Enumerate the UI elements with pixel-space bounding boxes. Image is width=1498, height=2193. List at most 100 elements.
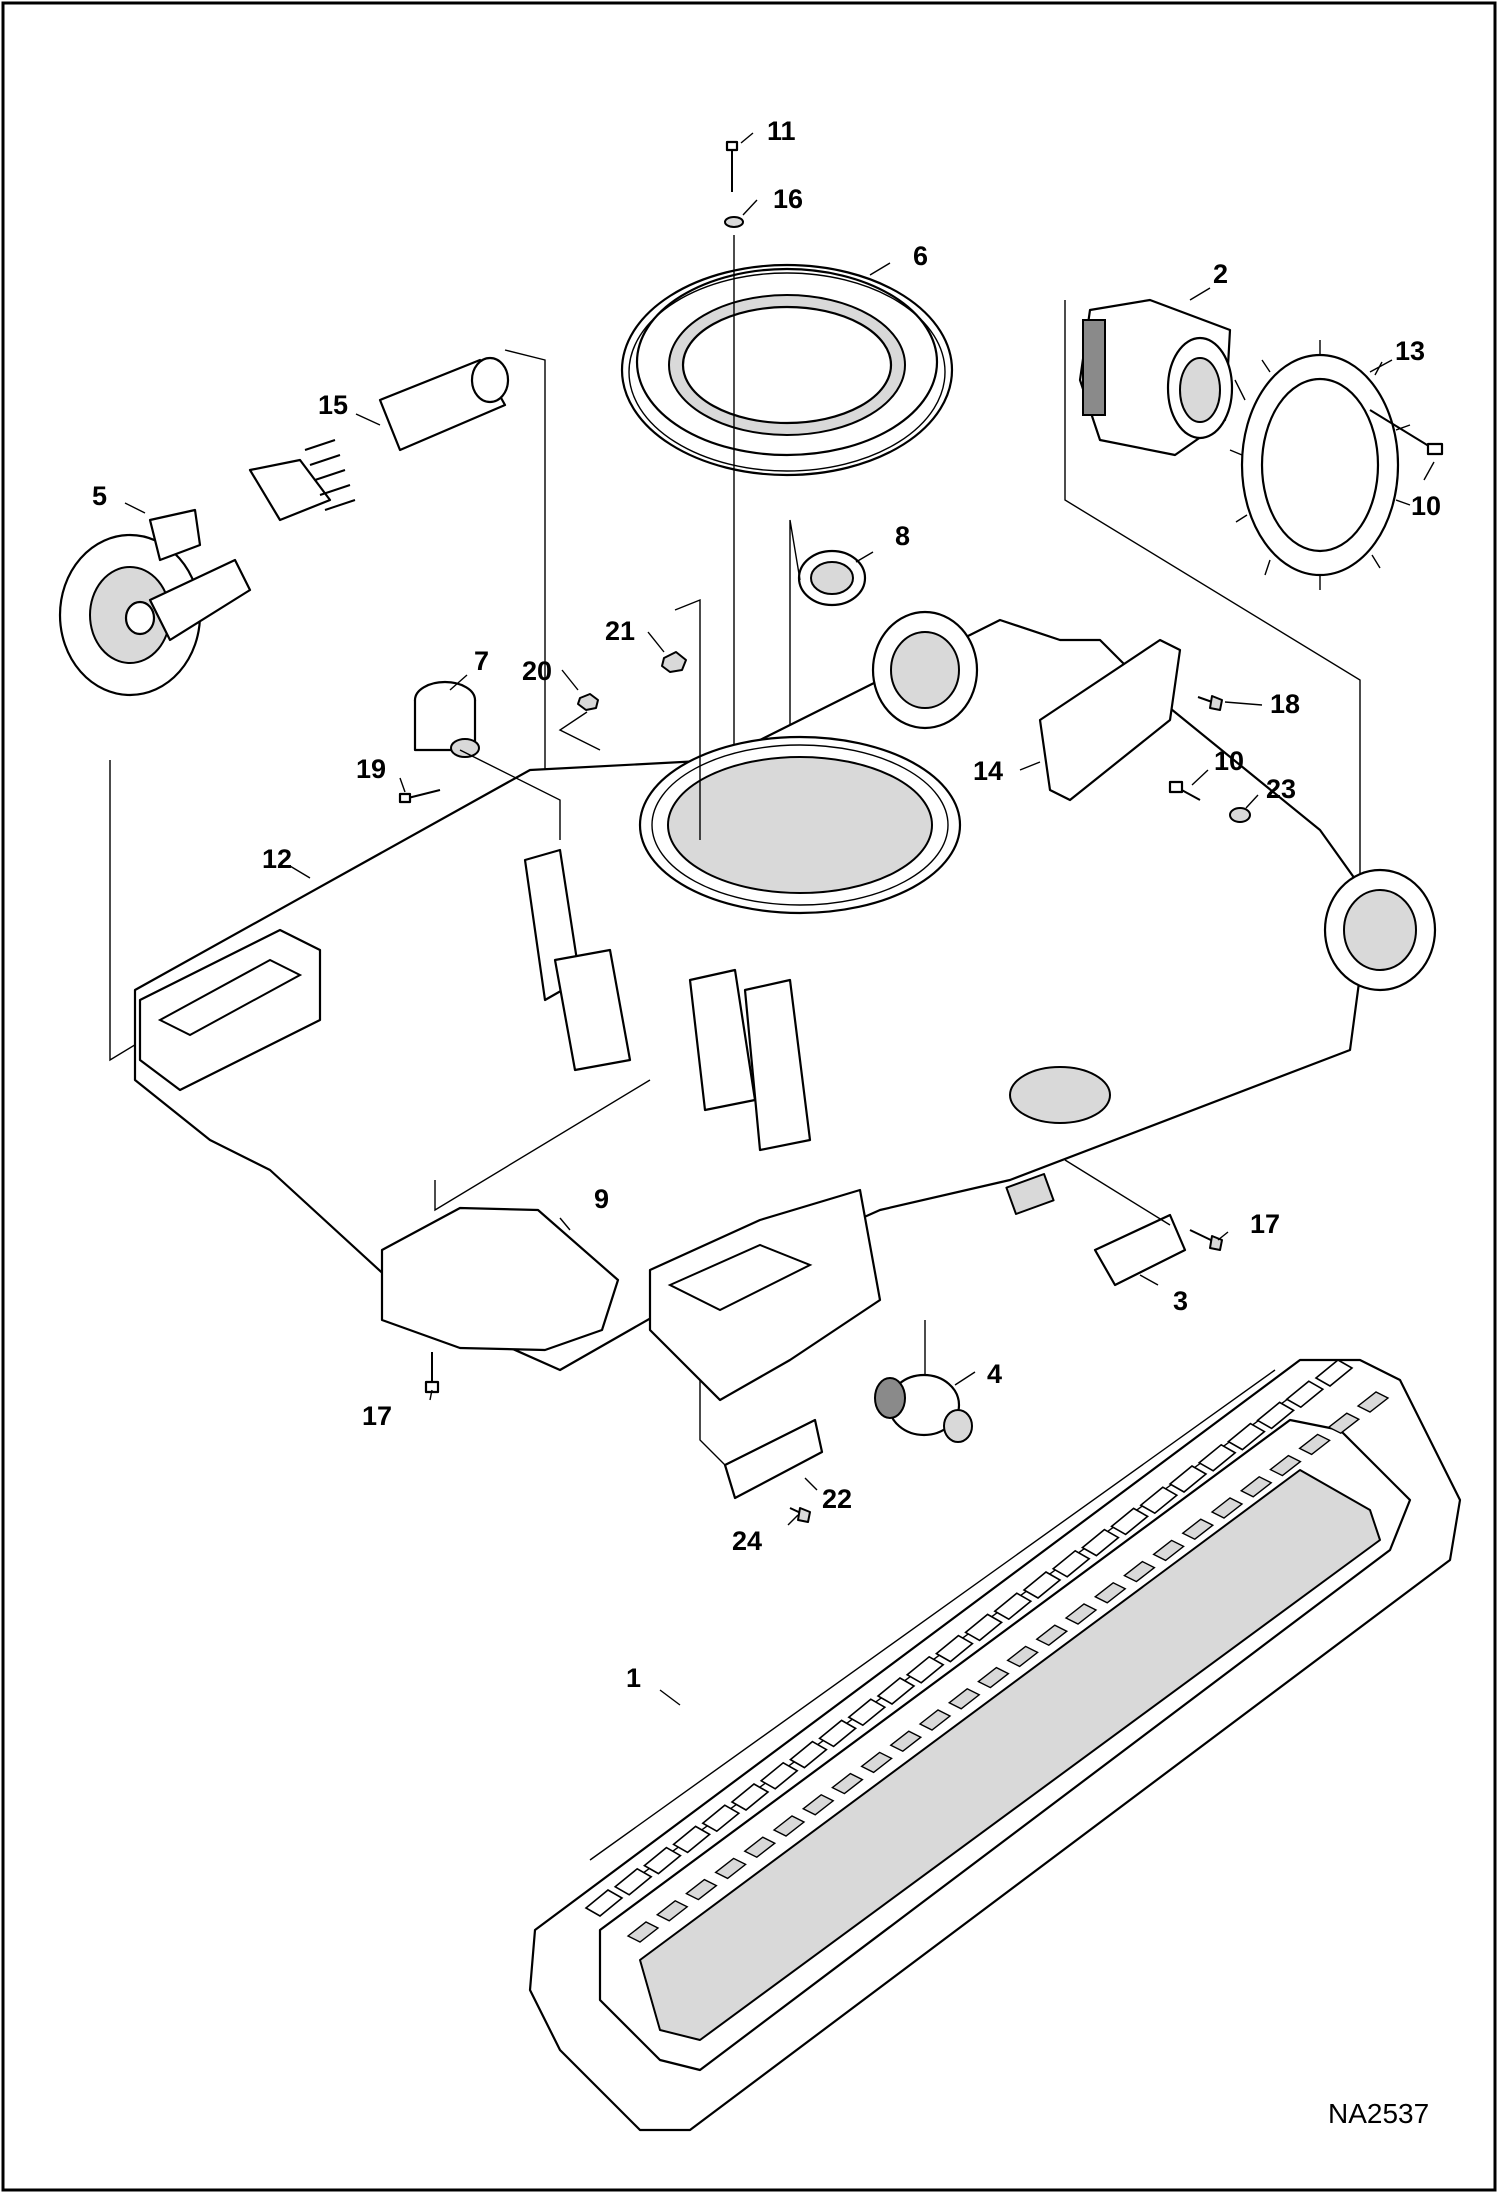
idler-yoke bbox=[148, 558, 252, 642]
track-lug bbox=[730, 1783, 770, 1811]
track-lug-inner bbox=[831, 1772, 864, 1795]
track-lug-inner bbox=[1181, 1518, 1215, 1541]
track-lug-inner bbox=[801, 1793, 835, 1816]
callout-19: 19 bbox=[356, 754, 386, 784]
track-lug-inner bbox=[1093, 1581, 1127, 1604]
track-lug bbox=[847, 1698, 887, 1727]
track-lug-inner bbox=[626, 1921, 660, 1943]
bolt-10-frame bbox=[1168, 780, 1201, 801]
track-lug bbox=[934, 1634, 974, 1663]
track-lug-inner bbox=[1006, 1645, 1039, 1668]
undercarriage-frame bbox=[133, 610, 1437, 1402]
sprocket bbox=[1229, 340, 1411, 590]
track-lug-inner bbox=[685, 1878, 718, 1901]
callout-15: 15 bbox=[318, 390, 348, 420]
roller-4 bbox=[874, 1320, 973, 1443]
slew-ring bbox=[620, 263, 954, 477]
washer-16 bbox=[724, 216, 744, 228]
track-lug bbox=[788, 1740, 828, 1769]
track-lug-inner bbox=[772, 1815, 806, 1837]
drawing-code: NA2537 bbox=[1328, 2098, 1429, 2129]
callout-8: 8 bbox=[895, 521, 910, 551]
track-lug-inner bbox=[1210, 1497, 1244, 1519]
track-lug-inner bbox=[918, 1709, 952, 1731]
track-lug-inner bbox=[655, 1899, 689, 1922]
callout-9: 9 bbox=[594, 1184, 609, 1214]
track-lug bbox=[1080, 1528, 1120, 1557]
bolt-11 bbox=[725, 140, 739, 192]
bolt-10-sprocket bbox=[1369, 409, 1444, 456]
callout-21: 21 bbox=[605, 616, 635, 646]
bearing-8 bbox=[789, 519, 867, 840]
cover-14 bbox=[1038, 638, 1182, 802]
bracket-7 bbox=[413, 680, 561, 840]
track-lug bbox=[1197, 1443, 1237, 1472]
track-lug bbox=[1314, 1359, 1354, 1387]
callout-12: 12 bbox=[262, 844, 292, 874]
track-lug-inner bbox=[714, 1857, 747, 1880]
track-lug bbox=[759, 1761, 799, 1790]
callout-11: 11 bbox=[767, 116, 796, 146]
bolt-19 bbox=[398, 789, 441, 804]
track-lug-inner bbox=[1064, 1603, 1098, 1625]
track-lug bbox=[876, 1677, 916, 1705]
idler-wheel bbox=[58, 508, 202, 697]
track-lug-inner bbox=[860, 1751, 893, 1774]
callout-10-sprocket: 10 bbox=[1411, 491, 1441, 521]
callout-13: 13 bbox=[1395, 336, 1425, 366]
track-lug-inner bbox=[1356, 1391, 1390, 1413]
track-lug bbox=[613, 1867, 653, 1896]
nut-21 bbox=[661, 598, 701, 840]
track-lug bbox=[905, 1655, 945, 1684]
callout-14: 14 bbox=[973, 756, 1003, 786]
track-lug bbox=[701, 1804, 741, 1833]
track-lug bbox=[584, 1889, 624, 1917]
track-lug bbox=[1226, 1422, 1266, 1451]
track-lug bbox=[1110, 1507, 1150, 1536]
track-lug bbox=[1256, 1401, 1296, 1430]
callout-1: 1 bbox=[626, 1663, 641, 1693]
track-lug-inner bbox=[1269, 1454, 1302, 1477]
bolt-17-plate bbox=[424, 1352, 440, 1394]
callout-3: 3 bbox=[1173, 1286, 1188, 1316]
track-lug bbox=[818, 1719, 858, 1748]
track-lug bbox=[1139, 1486, 1179, 1515]
callout-6: 6 bbox=[913, 241, 928, 271]
callout-20: 20 bbox=[522, 656, 552, 686]
track-lug-inner bbox=[1152, 1539, 1185, 1562]
callout-5: 5 bbox=[92, 481, 107, 511]
bolt-18 bbox=[1197, 695, 1223, 711]
bolt-17-plate3 bbox=[1189, 1229, 1223, 1251]
track-lug bbox=[672, 1825, 712, 1854]
callout-23: 23 bbox=[1266, 774, 1296, 804]
callout-17-left: 17 bbox=[362, 1401, 392, 1431]
track-lug-inner bbox=[1239, 1475, 1273, 1498]
track-lug bbox=[993, 1592, 1033, 1621]
track-lug-inner bbox=[1035, 1624, 1069, 1647]
track-lug bbox=[1022, 1571, 1062, 1599]
rubber-track bbox=[528, 1358, 1462, 2132]
callout-17-right: 17 bbox=[1250, 1209, 1280, 1239]
plate-3 bbox=[1064, 1159, 1187, 1287]
track-lug-inner bbox=[1327, 1412, 1361, 1435]
track-lug-inner bbox=[947, 1687, 981, 1710]
bolt-24 bbox=[789, 1507, 811, 1523]
callout-22: 22 bbox=[822, 1484, 852, 1514]
callout-10-frame: 10 bbox=[1214, 746, 1244, 776]
track-lug bbox=[964, 1613, 1004, 1642]
callout-leaders bbox=[124, 132, 1435, 1706]
plate-9 bbox=[380, 1079, 651, 1352]
callout-4: 4 bbox=[987, 1359, 1002, 1389]
plate-22 bbox=[699, 1380, 824, 1500]
track-lug-inner bbox=[1298, 1433, 1331, 1456]
nut-20 bbox=[558, 693, 601, 751]
travel-motor bbox=[1078, 298, 1234, 457]
washer-23 bbox=[1229, 807, 1251, 823]
track-lug bbox=[642, 1846, 682, 1875]
recoil-spring bbox=[248, 356, 510, 522]
track-lug bbox=[1285, 1380, 1325, 1409]
callout-16: 16 bbox=[773, 184, 803, 214]
track-lug bbox=[1051, 1549, 1091, 1578]
track-lug-inner bbox=[889, 1730, 923, 1753]
